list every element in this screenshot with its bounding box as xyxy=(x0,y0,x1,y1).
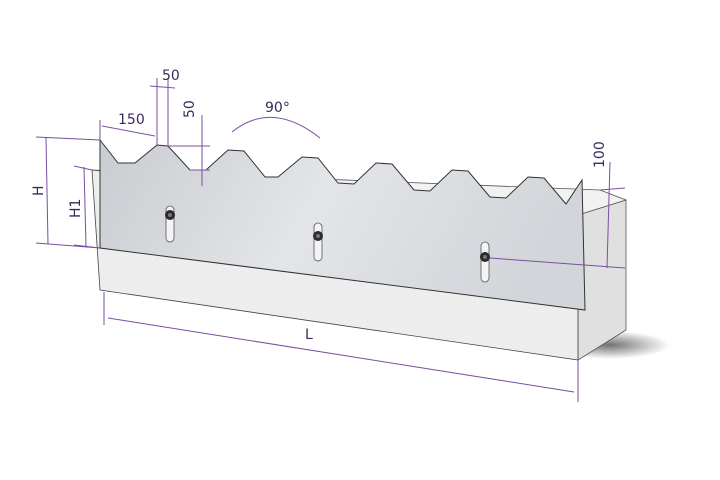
dim-height-lower: H1 xyxy=(68,165,101,249)
bolt-left xyxy=(165,205,175,243)
dim-height: H xyxy=(31,136,101,249)
label-length: L xyxy=(305,327,313,343)
bolt-middle xyxy=(313,222,323,262)
label-angle: 90° xyxy=(265,100,290,116)
label-tooth-depth: 50 xyxy=(182,100,198,118)
dim-tooth-depth: 50 xyxy=(168,100,210,186)
label-tooth-top: 50 xyxy=(162,68,180,84)
label-height: H xyxy=(31,185,47,196)
dim-angle: 90° xyxy=(231,100,321,139)
dim-tooth-top: 50 xyxy=(149,68,180,146)
label-block-offset: 100 xyxy=(592,141,608,168)
bolt-right xyxy=(480,241,490,283)
label-height-lower: H1 xyxy=(68,199,84,218)
label-tooth-width: 150 xyxy=(118,112,145,128)
dim-tooth-width: 150 xyxy=(99,112,158,145)
dim-block-offset: 100 xyxy=(489,141,626,269)
serrated-weir-plate xyxy=(99,138,586,311)
dim-length: L xyxy=(103,292,579,402)
